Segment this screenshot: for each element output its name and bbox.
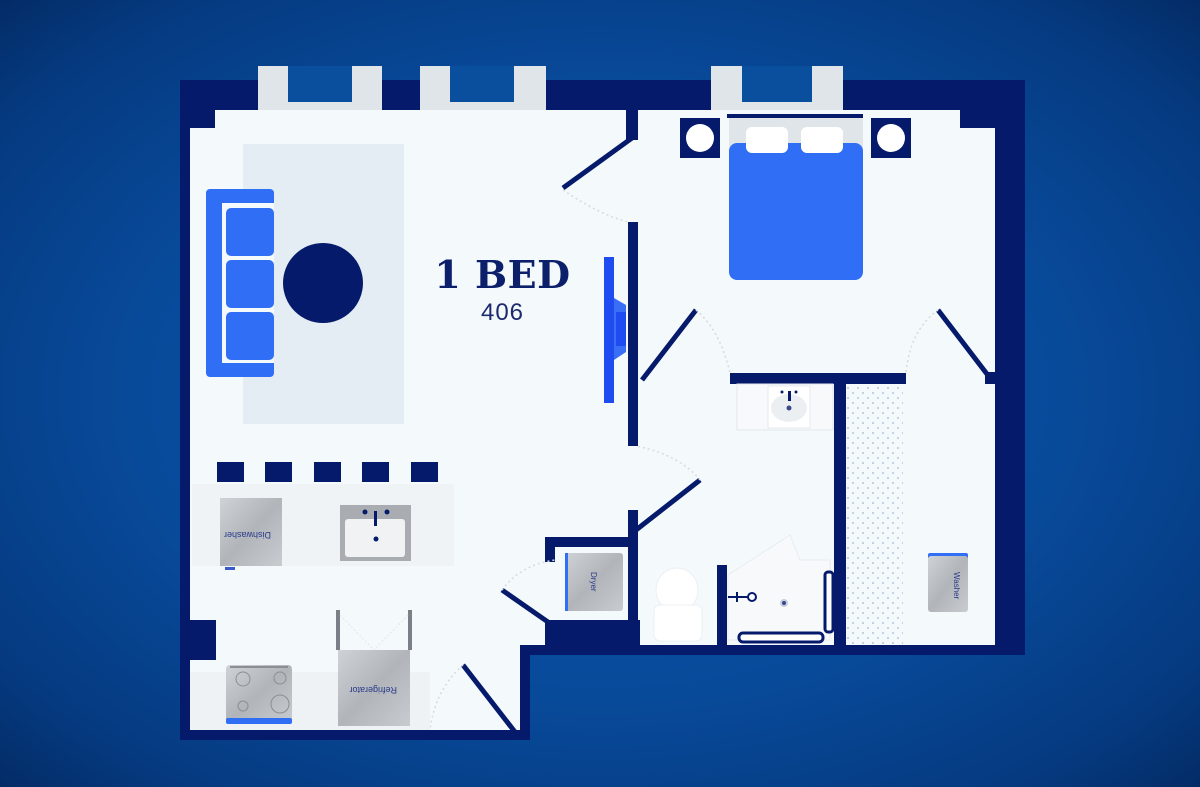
windows (258, 66, 843, 110)
interior-walls (190, 110, 995, 660)
dryer-label: Dryer (589, 572, 598, 592)
bathroom-vanity (736, 383, 834, 431)
coffee-table (283, 243, 363, 323)
dishwasher-label: Dishwasher (224, 530, 271, 540)
bed (727, 114, 863, 280)
refrigerator-label: Refrigerator (349, 685, 397, 695)
shower (727, 534, 835, 644)
washer: Washer (928, 553, 968, 612)
walk-in-closet (847, 384, 903, 644)
tv (604, 257, 626, 403)
nightstand-left (680, 118, 720, 158)
unit-type: 1 BED (434, 252, 571, 297)
refrigerator: Refrigerator (336, 610, 412, 726)
dishwasher: Dishwasher (220, 498, 282, 570)
nightstand-right (871, 118, 911, 158)
kitchen-sink (340, 505, 411, 561)
unit-number: 406 (480, 299, 525, 326)
unit-label: 1 BED 406 (420, 252, 585, 328)
sofa (206, 189, 274, 377)
dryer: Dryer (565, 553, 623, 611)
stove (226, 665, 292, 724)
washer-label: Washer (952, 572, 961, 600)
toilet (653, 567, 703, 642)
doors (429, 135, 992, 734)
